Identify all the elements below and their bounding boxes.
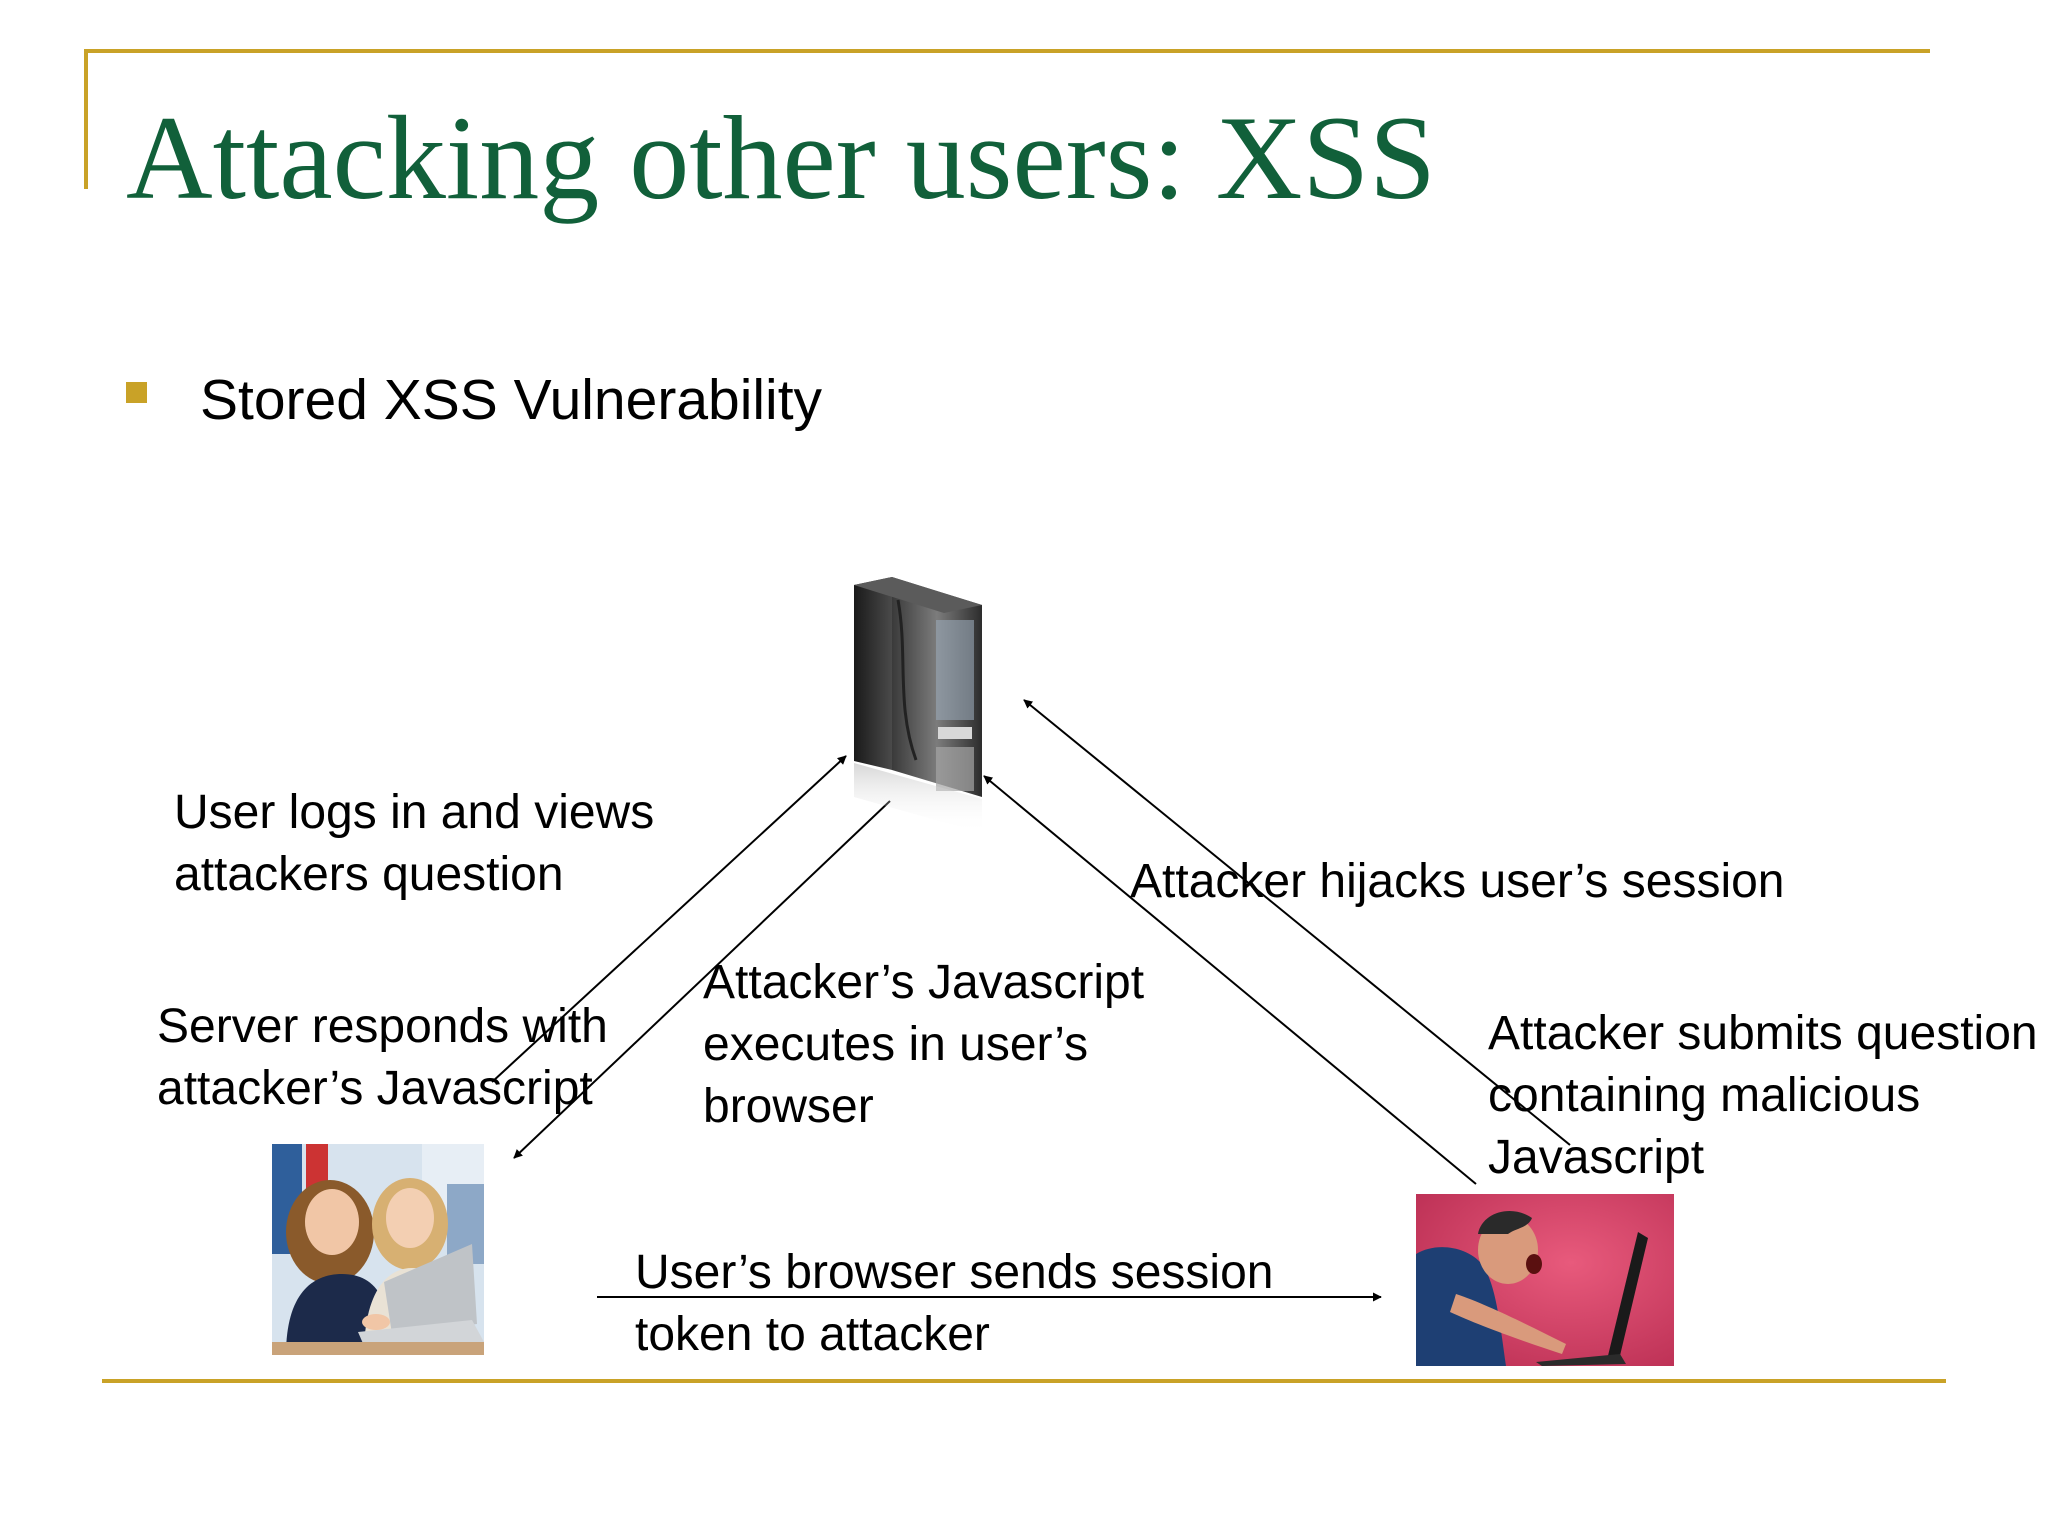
server-tower-icon <box>854 577 982 833</box>
bullet-square-icon <box>126 382 147 403</box>
bottom-rule <box>102 1379 1946 1383</box>
slide-title: Attacking other users: XSS <box>126 91 1436 224</box>
users-photo <box>272 1144 484 1355</box>
label-server-responds: Server responds with attacker’s Javascri… <box>157 1000 608 1115</box>
arrow-server-to-user <box>513 800 891 1159</box>
attacker-photo <box>1416 1194 1674 1366</box>
arrow-attacker-submits <box>983 775 1477 1185</box>
bullet-stored-xss: Stored XSS Vulnerability <box>200 368 823 432</box>
label-user-logs-in: User logs in and views attackers questio… <box>174 786 655 901</box>
label-browser-sends: User’s browser sends session token to at… <box>635 1246 1274 1361</box>
top-rule <box>84 49 1930 53</box>
arrow-user-to-server <box>491 755 847 1083</box>
label-attacker-hijacks: Attacker hijacks user’s session <box>1130 855 1785 908</box>
left-rule <box>84 49 88 189</box>
label-attacker-submits: Attacker submits question containing mal… <box>1488 1007 2038 1184</box>
label-js-executes: Attacker’s Javascript executes in user’s… <box>703 956 1145 1133</box>
arrow-attacker-hijacks <box>1023 699 1571 1146</box>
